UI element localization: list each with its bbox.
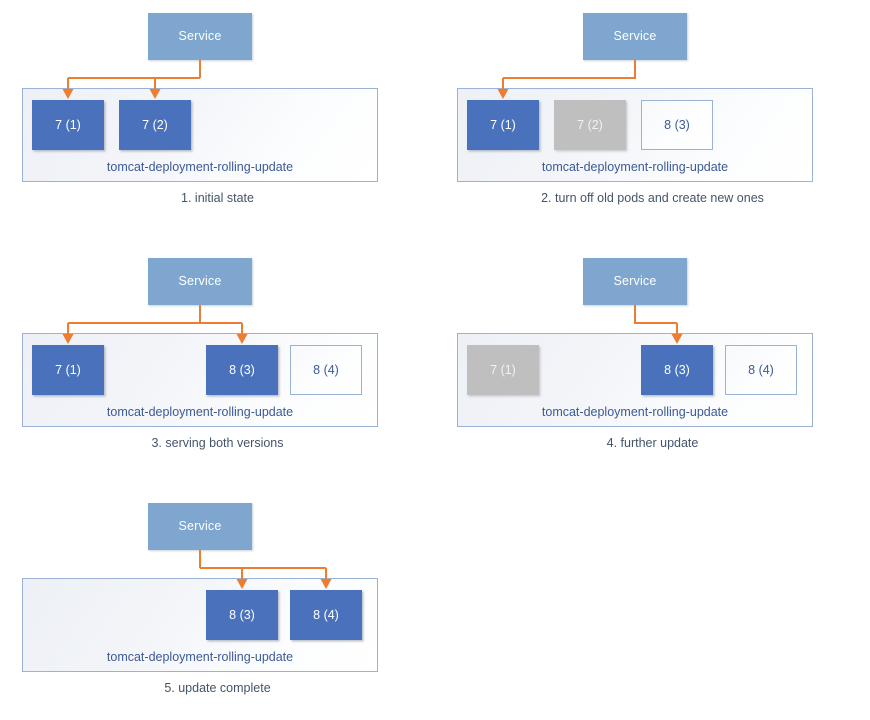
pod-label: 8 (3) bbox=[229, 362, 255, 377]
pod-label: 7 (1) bbox=[55, 117, 81, 132]
pod-active[interactable]: 7 (1) bbox=[467, 100, 539, 150]
service-box[interactable]: Service bbox=[583, 13, 687, 60]
deployment-name-label: tomcat-deployment-rolling-update bbox=[541, 404, 729, 419]
pod-label: 7 (1) bbox=[55, 362, 81, 377]
pod-active[interactable]: 8 (4) bbox=[290, 590, 362, 640]
service-label: Service bbox=[613, 29, 657, 44]
service-label: Service bbox=[613, 274, 657, 289]
pod-label: 7 (2) bbox=[577, 117, 603, 132]
service-label: Service bbox=[178, 274, 222, 289]
pod-active[interactable]: 8 (3) bbox=[206, 590, 278, 640]
deployment-name-label: tomcat-deployment-rolling-update bbox=[106, 649, 294, 664]
pod-label: 8 (3) bbox=[229, 607, 255, 622]
panel-caption: 3. serving both versions bbox=[151, 436, 284, 450]
service-label: Service bbox=[178, 519, 222, 534]
pod-active[interactable]: 8 (3) bbox=[641, 345, 713, 395]
pod-terminating[interactable]: 7 (2) bbox=[554, 100, 626, 150]
pod-terminating[interactable]: 7 (1) bbox=[467, 345, 539, 395]
panel-2: tomcat-deployment-rolling-update 7 (1) 7 (… bbox=[435, 0, 870, 230]
panel-3: tomcat-deployment-rolling-update 7 (1) 8 (… bbox=[0, 245, 435, 475]
pod-label: 7 (1) bbox=[490, 362, 516, 377]
panel-caption: 2. turn off old pods and create new ones bbox=[541, 191, 764, 205]
pod-active[interactable]: 7 (2) bbox=[119, 100, 191, 150]
panel-5: tomcat-deployment-rolling-update 8 (3) 8 (… bbox=[0, 490, 435, 720]
pod-label: 8 (4) bbox=[313, 607, 339, 622]
pod-pending[interactable]: 8 (4) bbox=[290, 345, 362, 395]
panel-caption: 4. further update bbox=[606, 436, 699, 450]
service-label: Service bbox=[178, 29, 222, 44]
service-box[interactable]: Service bbox=[148, 13, 252, 60]
connector-stem bbox=[634, 305, 677, 324]
deployment-name-label: tomcat-deployment-rolling-update bbox=[106, 404, 294, 419]
pod-label: 7 (1) bbox=[490, 117, 516, 132]
pod-label: 8 (3) bbox=[664, 362, 690, 377]
pod-label: 7 (2) bbox=[142, 117, 168, 132]
connector-stem bbox=[503, 60, 636, 79]
panel-caption: 1. initial state bbox=[181, 191, 254, 205]
pod-active[interactable]: 8 (3) bbox=[206, 345, 278, 395]
service-box[interactable]: Service bbox=[583, 258, 687, 305]
pod-label: 8 (4) bbox=[313, 362, 339, 377]
pod-active[interactable]: 7 (1) bbox=[32, 100, 104, 150]
pod-active[interactable]: 7 (1) bbox=[32, 345, 104, 395]
pod-label: 8 (3) bbox=[664, 117, 690, 132]
panel-caption: 5. update complete bbox=[164, 681, 271, 695]
panel-1: tomcat-deployment-rolling-update 7 (1) 7 (… bbox=[0, 0, 435, 230]
panel-4: tomcat-deployment-rolling-update 7 (1) 8 (… bbox=[435, 245, 870, 475]
service-box[interactable]: Service bbox=[148, 258, 252, 305]
pod-label: 8 (4) bbox=[748, 362, 774, 377]
deployment-name-label: tomcat-deployment-rolling-update bbox=[541, 159, 729, 174]
pod-pending[interactable]: 8 (3) bbox=[641, 100, 713, 150]
pod-pending[interactable]: 8 (4) bbox=[725, 345, 797, 395]
service-box[interactable]: Service bbox=[148, 503, 252, 550]
deployment-name-label: tomcat-deployment-rolling-update bbox=[106, 159, 294, 174]
